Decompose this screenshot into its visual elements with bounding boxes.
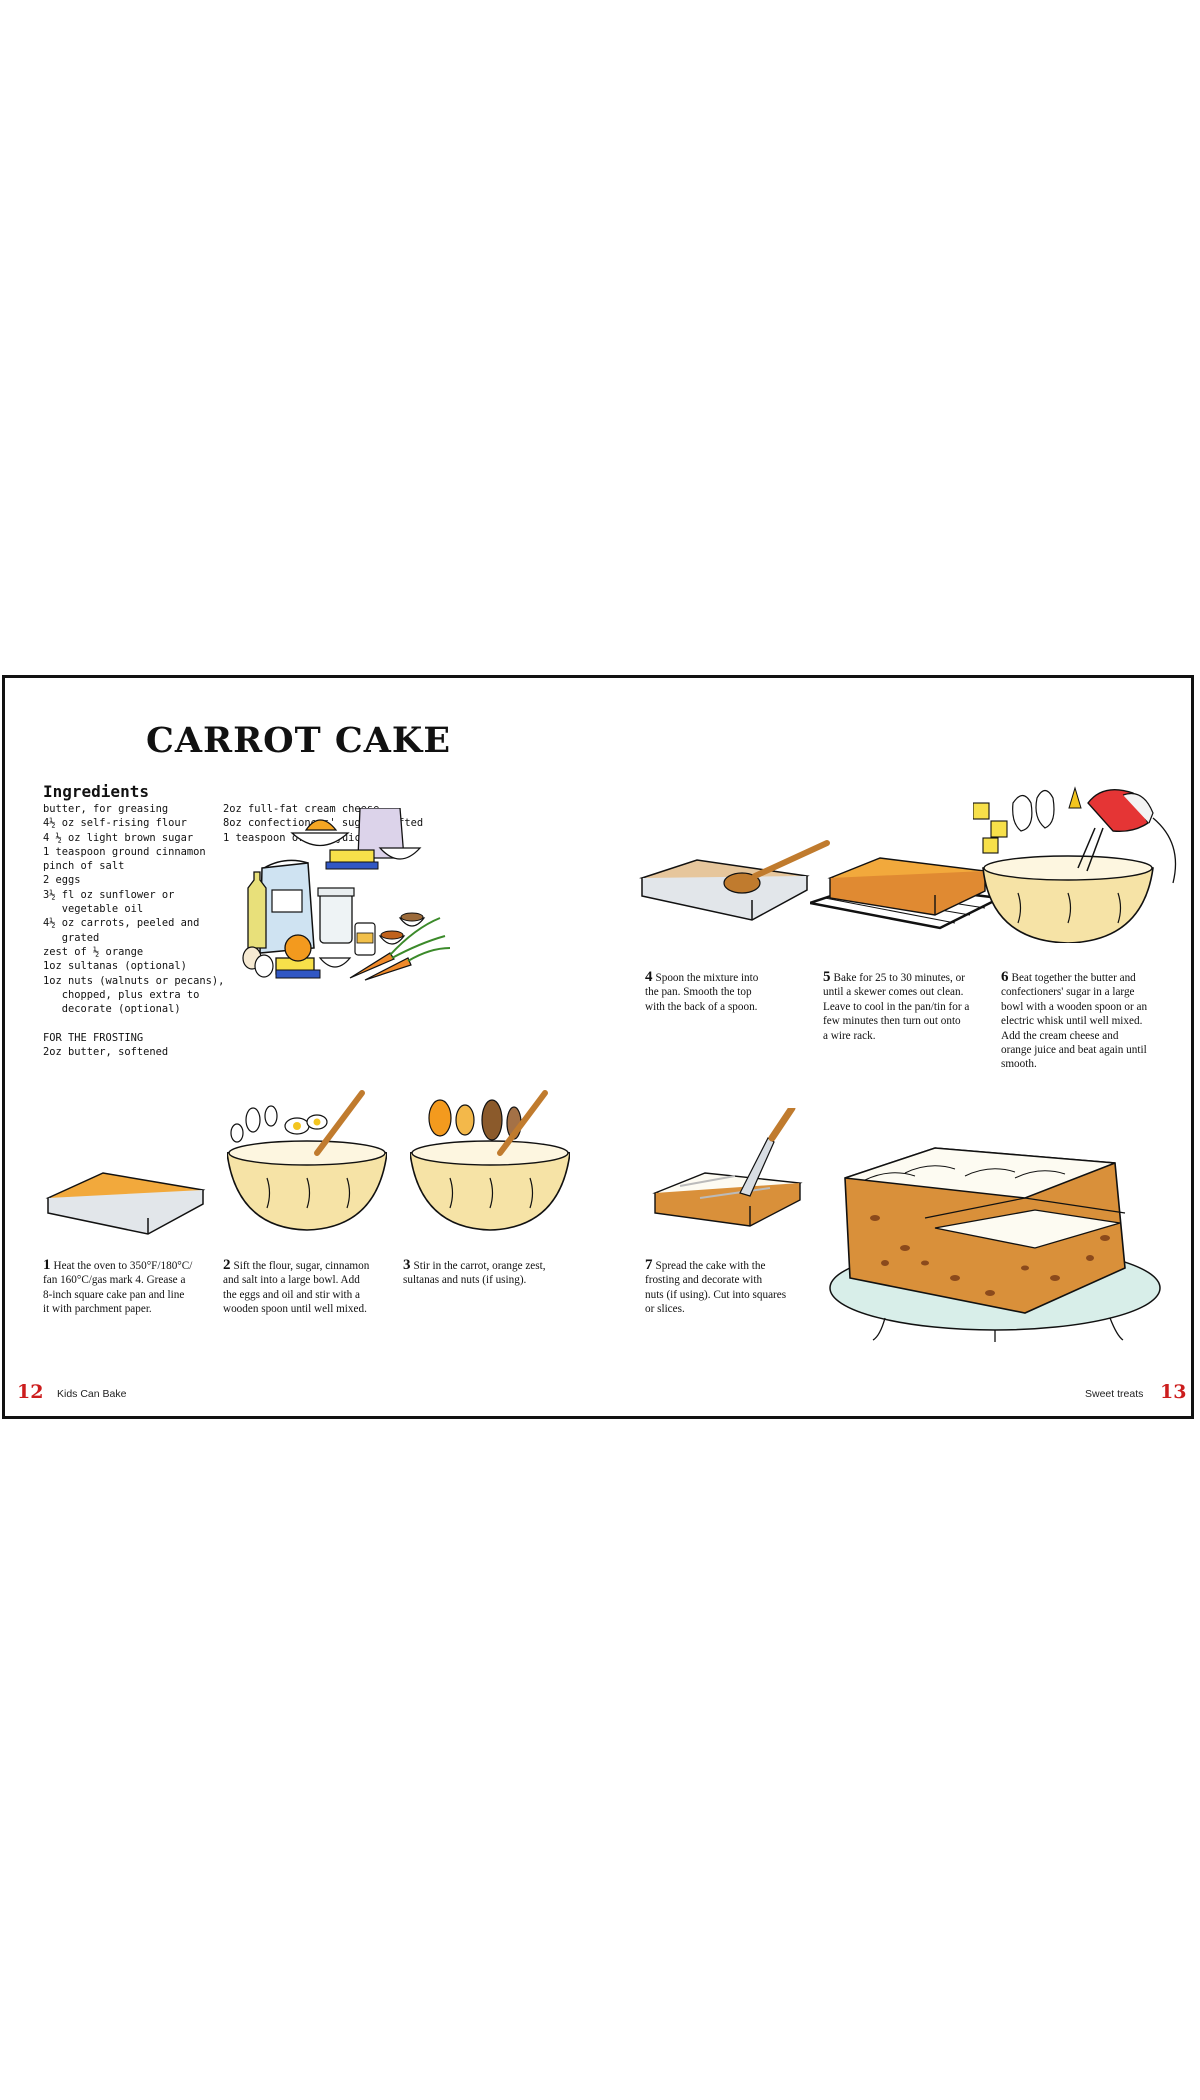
step-1-text: Heat the oven to 350°F/180°C/fan 160°C/g… <box>43 1260 192 1317</box>
step-line: 8-inch square cake pan and line <box>43 1288 185 1301</box>
ingredients-list-column-1: butter, for greasing 4½ oz self-rising fl… <box>43 802 224 1059</box>
ingredient-item: decorate (optional) <box>43 1003 181 1016</box>
book-spread: CARROT CAKE Ingredients butter, for grea… <box>2 675 1194 1419</box>
step-line: wooden spoon until well mixed. <box>223 1303 367 1316</box>
step-line: fan 160°C/gas mark 4. Grease a <box>43 1274 186 1287</box>
ingredient-item: butter, for greasing <box>43 803 169 815</box>
left-page-number: 12 <box>17 1381 44 1403</box>
step-5-text: Bake for 25 to 30 minutes, or until a ske… <box>823 972 969 1043</box>
step-line: confectioners' sugar in a large <box>1001 986 1135 999</box>
ingredients-illustration <box>242 808 451 981</box>
step-line: Spread the cake with the <box>655 1260 766 1272</box>
recipe-title: CARROT CAKE <box>146 720 452 761</box>
step-4-text: Spoon the mixture into the pan. Smooth th… <box>645 972 758 1014</box>
ingredient-item: zest of ½ orange <box>43 945 144 958</box>
step-line: sultanas and nuts (if using). <box>403 1274 527 1287</box>
step-line: electric whisk until well mixed. <box>1001 1015 1143 1028</box>
step-line: Spoon the mixture into <box>655 972 759 984</box>
step-line: a wire rack. <box>823 1029 876 1042</box>
step-line: it with parchment paper. <box>43 1303 152 1316</box>
step-3-text: Stir in the carrot, orange zest, sultanas… <box>403 1260 546 1288</box>
step-line: Leave to cool in the pan/tin for a <box>823 1000 970 1013</box>
step-line: smooth. <box>1001 1058 1037 1071</box>
right-running-head: Sweet treats <box>1085 1388 1144 1400</box>
step-line: until a skewer comes out clean. <box>823 986 964 999</box>
step-number: 3 <box>403 1257 411 1273</box>
step-line: bowl with a wooden spoon or an <box>1001 1000 1148 1013</box>
ingredient-item: 4½ oz self-rising flour <box>43 817 187 830</box>
ingredient-item: 1oz sultanas (optional) <box>43 960 187 973</box>
ingredient-item: 1 teaspoon ground cinnamon <box>43 845 206 858</box>
step-line: Add the cream cheese and <box>1001 1029 1119 1042</box>
step-7-text: Spread the cake with the frosting and dec… <box>645 1260 786 1317</box>
ingredient-item: FOR THE FROSTING <box>43 1031 144 1044</box>
step-number: 7 <box>645 1257 653 1273</box>
ingredient-item: 2 eggs <box>43 874 81 887</box>
step-number: 4 <box>645 969 653 985</box>
step-6-text: Beat together the butter and confectioner… <box>1001 972 1147 1072</box>
step-number: 2 <box>223 1257 231 1273</box>
ingredient-item: pinch of salt <box>43 860 125 873</box>
step-line: frosting and decorate with <box>645 1274 763 1287</box>
step-2-text: Sift the flour, sugar, cinnamon and salt … <box>223 1260 369 1317</box>
ingredient-item: 4 ½ oz light brown sugar <box>43 831 194 844</box>
step-line: few minutes then turn out onto <box>823 1015 961 1028</box>
cake-pan-illustration <box>45 1172 206 1235</box>
step-line: Heat the oven to 350°F/180°C/ <box>53 1260 193 1272</box>
mixing-bowl-with-eggs-illustration <box>227 1090 387 1231</box>
finished-carrot-cake-illustration <box>829 1147 1161 1342</box>
cake-slice-with-knife-illustration <box>652 1108 803 1227</box>
step-line: nuts (if using). Cut into squares <box>645 1288 787 1301</box>
step-number: 6 <box>1001 969 1009 985</box>
ingredient-item: 4½ oz carrots, peeled and <box>43 917 200 930</box>
ingredient-item: chopped, plus extra to <box>43 988 200 1001</box>
cake-on-wire-rack-illustration <box>810 857 1000 930</box>
bowl-with-electric-mixer-illustration <box>973 786 1177 943</box>
mixing-bowl-with-carrot-illustration <box>410 1090 570 1231</box>
ingredient-item: 1oz nuts (walnuts or pecans), <box>43 974 225 987</box>
step-number: 5 <box>823 969 831 985</box>
step-line: Stir in the carrot, orange zest, <box>413 1260 546 1272</box>
step-line: the pan. Smooth the top <box>645 986 752 999</box>
step-line: orange juice and beat again until <box>1001 1044 1147 1057</box>
ingredient-item: 3½ fl oz sunflower or <box>43 888 175 901</box>
pan-with-spoon-illustration <box>639 840 830 921</box>
step-number: 1 <box>43 1257 51 1273</box>
ingredient-item <box>43 1016 224 1030</box>
step-line: with the back of a spoon. <box>645 1000 758 1013</box>
ingredient-item: grated <box>43 931 100 944</box>
step-line: or slices. <box>645 1303 685 1316</box>
ingredient-item: 2oz butter, softened <box>43 1046 169 1059</box>
step-line: the eggs and oil and stir with a <box>223 1288 361 1301</box>
step-line: Beat together the butter and <box>1011 972 1136 984</box>
right-page-number: 13 <box>1160 1381 1187 1403</box>
step-line: Bake for 25 to 30 minutes, or <box>833 972 965 984</box>
step-line: and salt into a large bowl. Add <box>223 1274 360 1287</box>
left-running-head: Kids Can Bake <box>57 1388 127 1400</box>
step-line: Sift the flour, sugar, cinnamon <box>233 1260 370 1272</box>
ingredients-heading: Ingredients <box>43 782 149 801</box>
ingredient-item: vegetable oil <box>43 903 144 916</box>
